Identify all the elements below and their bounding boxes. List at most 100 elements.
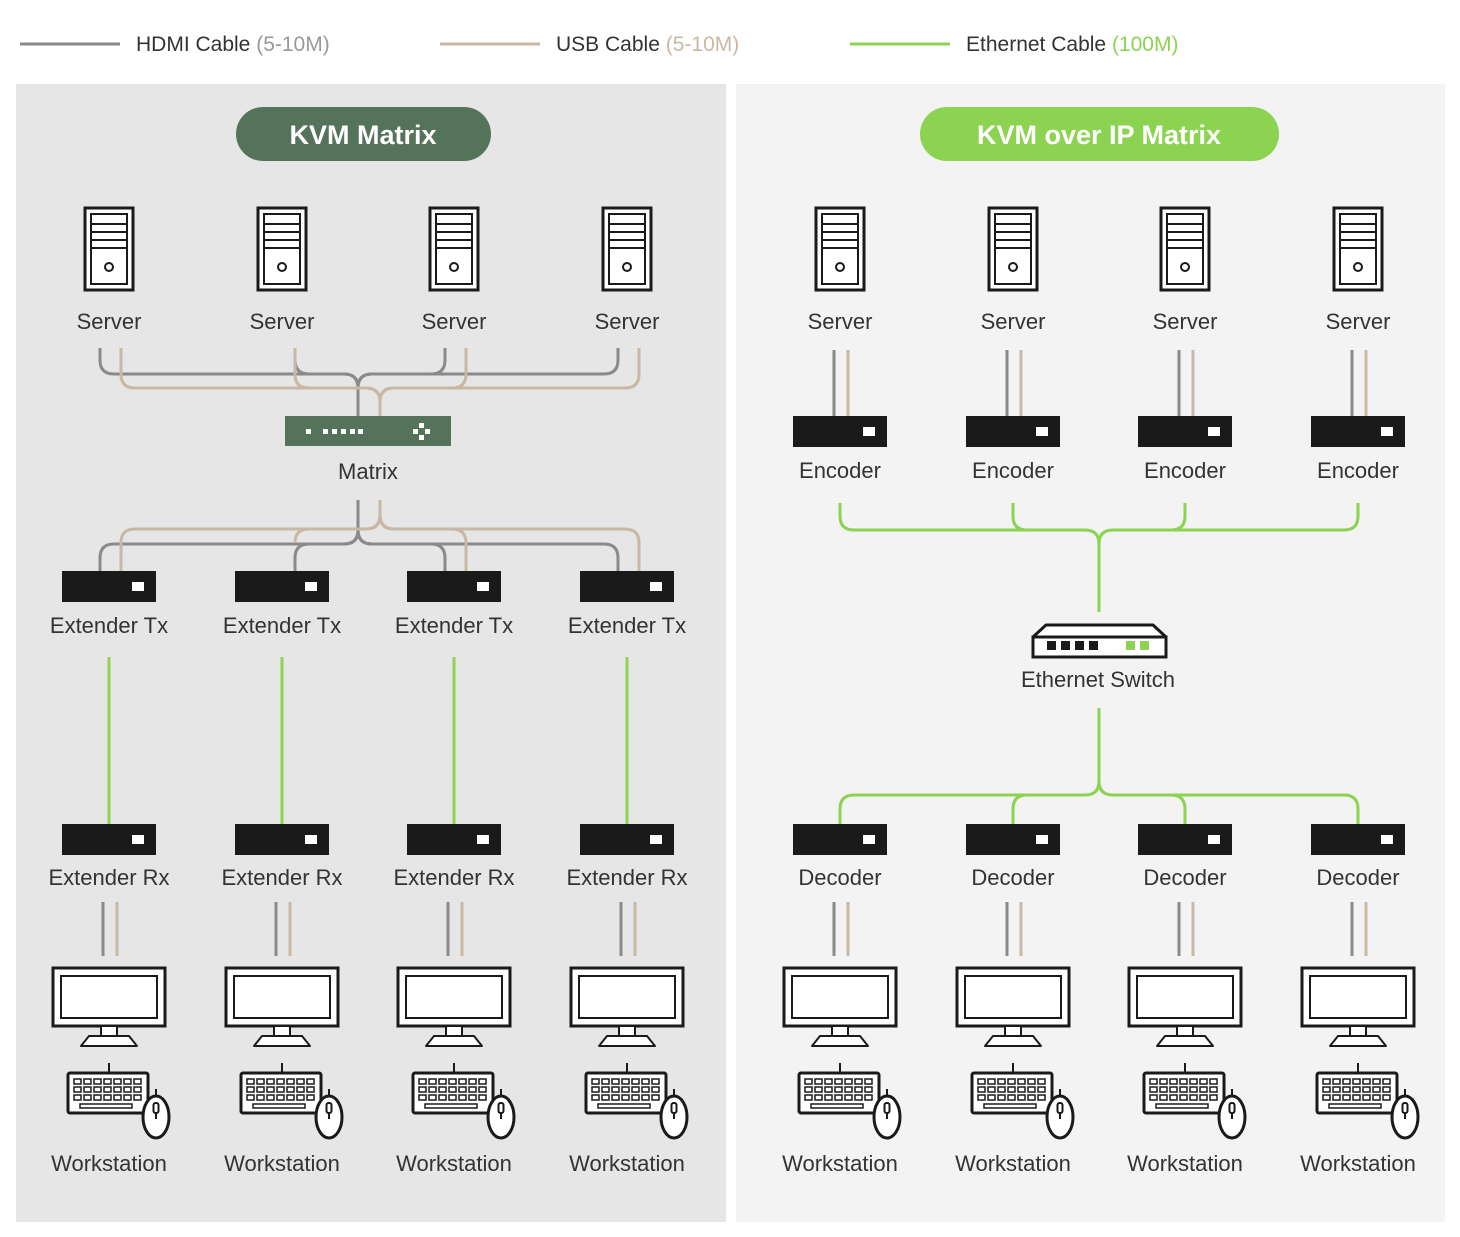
server-label: Server bbox=[981, 309, 1046, 334]
extender-rx-label: Extender Rx bbox=[221, 865, 342, 890]
keyboard-icon bbox=[1315, 1063, 1399, 1115]
server-label: Server bbox=[1153, 309, 1218, 334]
decoder-label: Decoder bbox=[1143, 865, 1226, 890]
legend-hdmi-spec: (5-10M) bbox=[256, 33, 330, 56]
usb-cable bbox=[293, 514, 382, 544]
extender-tx-icon bbox=[580, 571, 674, 602]
extender-tx-label: Extender Tx bbox=[50, 613, 168, 638]
right-title-background bbox=[920, 107, 1279, 161]
mouse-icon bbox=[659, 1089, 689, 1140]
mouse-icon bbox=[1045, 1089, 1075, 1140]
monitor-icon bbox=[1127, 966, 1243, 1047]
monitor-icon bbox=[51, 966, 167, 1047]
server-label: Server bbox=[422, 309, 487, 334]
legend: HDMI Cable (5-10M) USB Cable (5-10M) Eth… bbox=[20, 33, 1178, 56]
extender-tx-label: Extender Tx bbox=[223, 613, 341, 638]
encoder-icon bbox=[793, 416, 887, 447]
left-title-background bbox=[236, 107, 491, 161]
monitor-icon bbox=[569, 966, 685, 1047]
keyboard-icon bbox=[411, 1063, 495, 1115]
monitor-icon bbox=[1300, 966, 1416, 1047]
left-panel-title-pill: KVM Matrix bbox=[236, 107, 491, 161]
mouse-icon bbox=[1390, 1089, 1420, 1140]
legend-ethernet: Ethernet Cable (100M) bbox=[850, 33, 1178, 56]
legend-hdmi: HDMI Cable (5-10M) bbox=[20, 33, 330, 56]
decoder-label: Decoder bbox=[1316, 865, 1399, 890]
legend-hdmi-text: HDMI Cable (5-10M) bbox=[136, 33, 330, 56]
legend-usb-spec: (5-10M) bbox=[666, 33, 740, 56]
extender-rx-icon bbox=[407, 824, 501, 855]
server-icon bbox=[1159, 206, 1211, 292]
monitor-icon bbox=[782, 966, 898, 1047]
ethernet-cable bbox=[1097, 780, 1360, 824]
hdmi-cable bbox=[356, 529, 620, 571]
keyboard-icon bbox=[66, 1063, 150, 1115]
workstation-label: Workstation bbox=[782, 1151, 898, 1176]
legend-usb: USB Cable (5-10M) bbox=[440, 33, 739, 56]
matrix-body bbox=[285, 416, 451, 446]
extender-rx-label: Extender Rx bbox=[566, 865, 687, 890]
ethernet-switch-label: Ethernet Switch bbox=[1021, 667, 1175, 692]
decoder-icon bbox=[1138, 824, 1232, 855]
workstation-label: Workstation bbox=[51, 1151, 167, 1176]
workstation-label: Workstation bbox=[1300, 1151, 1416, 1176]
workstation-label: Workstation bbox=[955, 1151, 1071, 1176]
usb-cable bbox=[378, 348, 641, 403]
right-panel-title: KVM over IP Matrix bbox=[977, 120, 1221, 150]
encoder-label: Encoder bbox=[799, 458, 881, 483]
mouse-icon bbox=[314, 1089, 344, 1140]
ethernet-cable bbox=[1170, 793, 1187, 824]
workstation-label: Workstation bbox=[1127, 1151, 1243, 1176]
extender-tx-label: Extender Tx bbox=[395, 613, 513, 638]
decoder-icon bbox=[793, 824, 887, 855]
matrix-port bbox=[358, 429, 363, 434]
server-icon bbox=[814, 206, 866, 292]
ethernet-cable bbox=[1011, 793, 1028, 824]
server-icon bbox=[601, 206, 653, 292]
decoder-icon bbox=[966, 824, 1060, 855]
server-label: Server bbox=[250, 309, 315, 334]
matrix-port bbox=[341, 429, 346, 434]
extender-rx-icon bbox=[235, 824, 329, 855]
hdmi-cable bbox=[356, 348, 620, 389]
encoder-icon bbox=[1311, 416, 1405, 447]
server-icon bbox=[428, 206, 480, 292]
ethernet-switch-icon bbox=[1031, 623, 1168, 659]
legend-usb-label: USB Cable bbox=[556, 33, 666, 56]
matrix-control-icon bbox=[413, 423, 430, 440]
keyboard-icon bbox=[970, 1063, 1054, 1115]
matrix-device bbox=[285, 416, 451, 446]
right-panel-title-pill: KVM over IP Matrix bbox=[920, 107, 1279, 161]
keyboard-icon bbox=[584, 1063, 668, 1115]
matrix-port bbox=[350, 429, 355, 434]
encoder-icon bbox=[966, 416, 1060, 447]
extender-tx-icon bbox=[407, 571, 501, 602]
mouse-icon bbox=[872, 1089, 902, 1140]
keyboard-icon bbox=[239, 1063, 323, 1115]
encoder-label: Encoder bbox=[1317, 458, 1399, 483]
extender-rx-label: Extender Rx bbox=[393, 865, 514, 890]
matrix-port bbox=[332, 429, 337, 434]
legend-usb-text: USB Cable (5-10M) bbox=[556, 33, 739, 56]
decoder-icon bbox=[1311, 824, 1405, 855]
server-label: Server bbox=[595, 309, 660, 334]
decoder-label: Decoder bbox=[971, 865, 1054, 890]
legend-ethernet-label: Ethernet Cable bbox=[966, 33, 1112, 56]
keyboard-icon bbox=[1142, 1063, 1226, 1115]
extender-rx-label: Extender Rx bbox=[48, 865, 169, 890]
server-label: Server bbox=[77, 309, 142, 334]
encoder-label: Encoder bbox=[972, 458, 1054, 483]
matrix-port bbox=[306, 429, 311, 434]
ethernet-cable bbox=[1097, 503, 1360, 545]
server-label: Server bbox=[808, 309, 873, 334]
matrix-label: Matrix bbox=[338, 459, 398, 484]
mouse-icon bbox=[1217, 1089, 1247, 1140]
workstation-label: Workstation bbox=[396, 1151, 512, 1176]
keyboard-icon bbox=[797, 1063, 881, 1115]
encoder-icon bbox=[1138, 416, 1232, 447]
extender-rx-icon bbox=[62, 824, 156, 855]
usb-cable bbox=[378, 514, 641, 571]
hdmi-cable bbox=[293, 529, 360, 571]
